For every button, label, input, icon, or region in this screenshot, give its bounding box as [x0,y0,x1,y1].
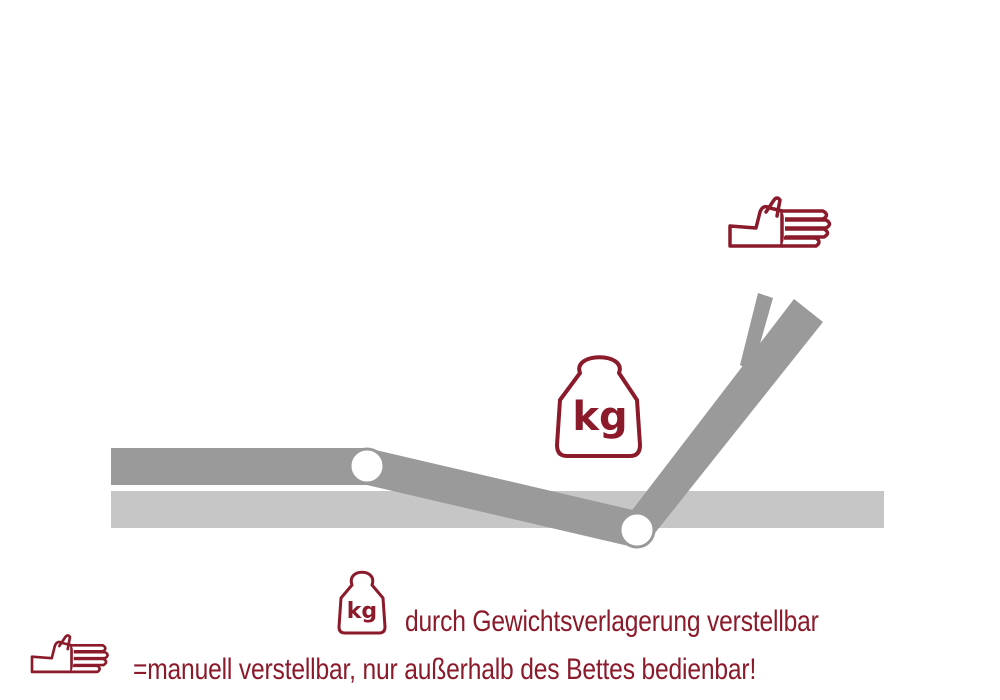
legend-weight-text: durch Gewichtsverlagerung verstellbar [405,605,819,638]
middle-section [367,448,637,548]
back-section [623,299,823,538]
back-support-strut [740,293,773,372]
kg-weight-icon-label: kg [572,394,627,440]
hinge-left [348,447,386,485]
legend-kg-weight-icon: kg [337,570,387,635]
hand-icon [728,196,832,248]
legend-kg-weight-icon-label: kg [347,599,377,624]
legend-hand-icon [30,634,109,674]
legend-manual-text: =manuell verstellbar, nur außerhalb des … [133,653,757,686]
kg-weight-icon: kg [555,355,642,458]
leg-section-flat [111,448,367,485]
hinge-right [618,511,656,549]
